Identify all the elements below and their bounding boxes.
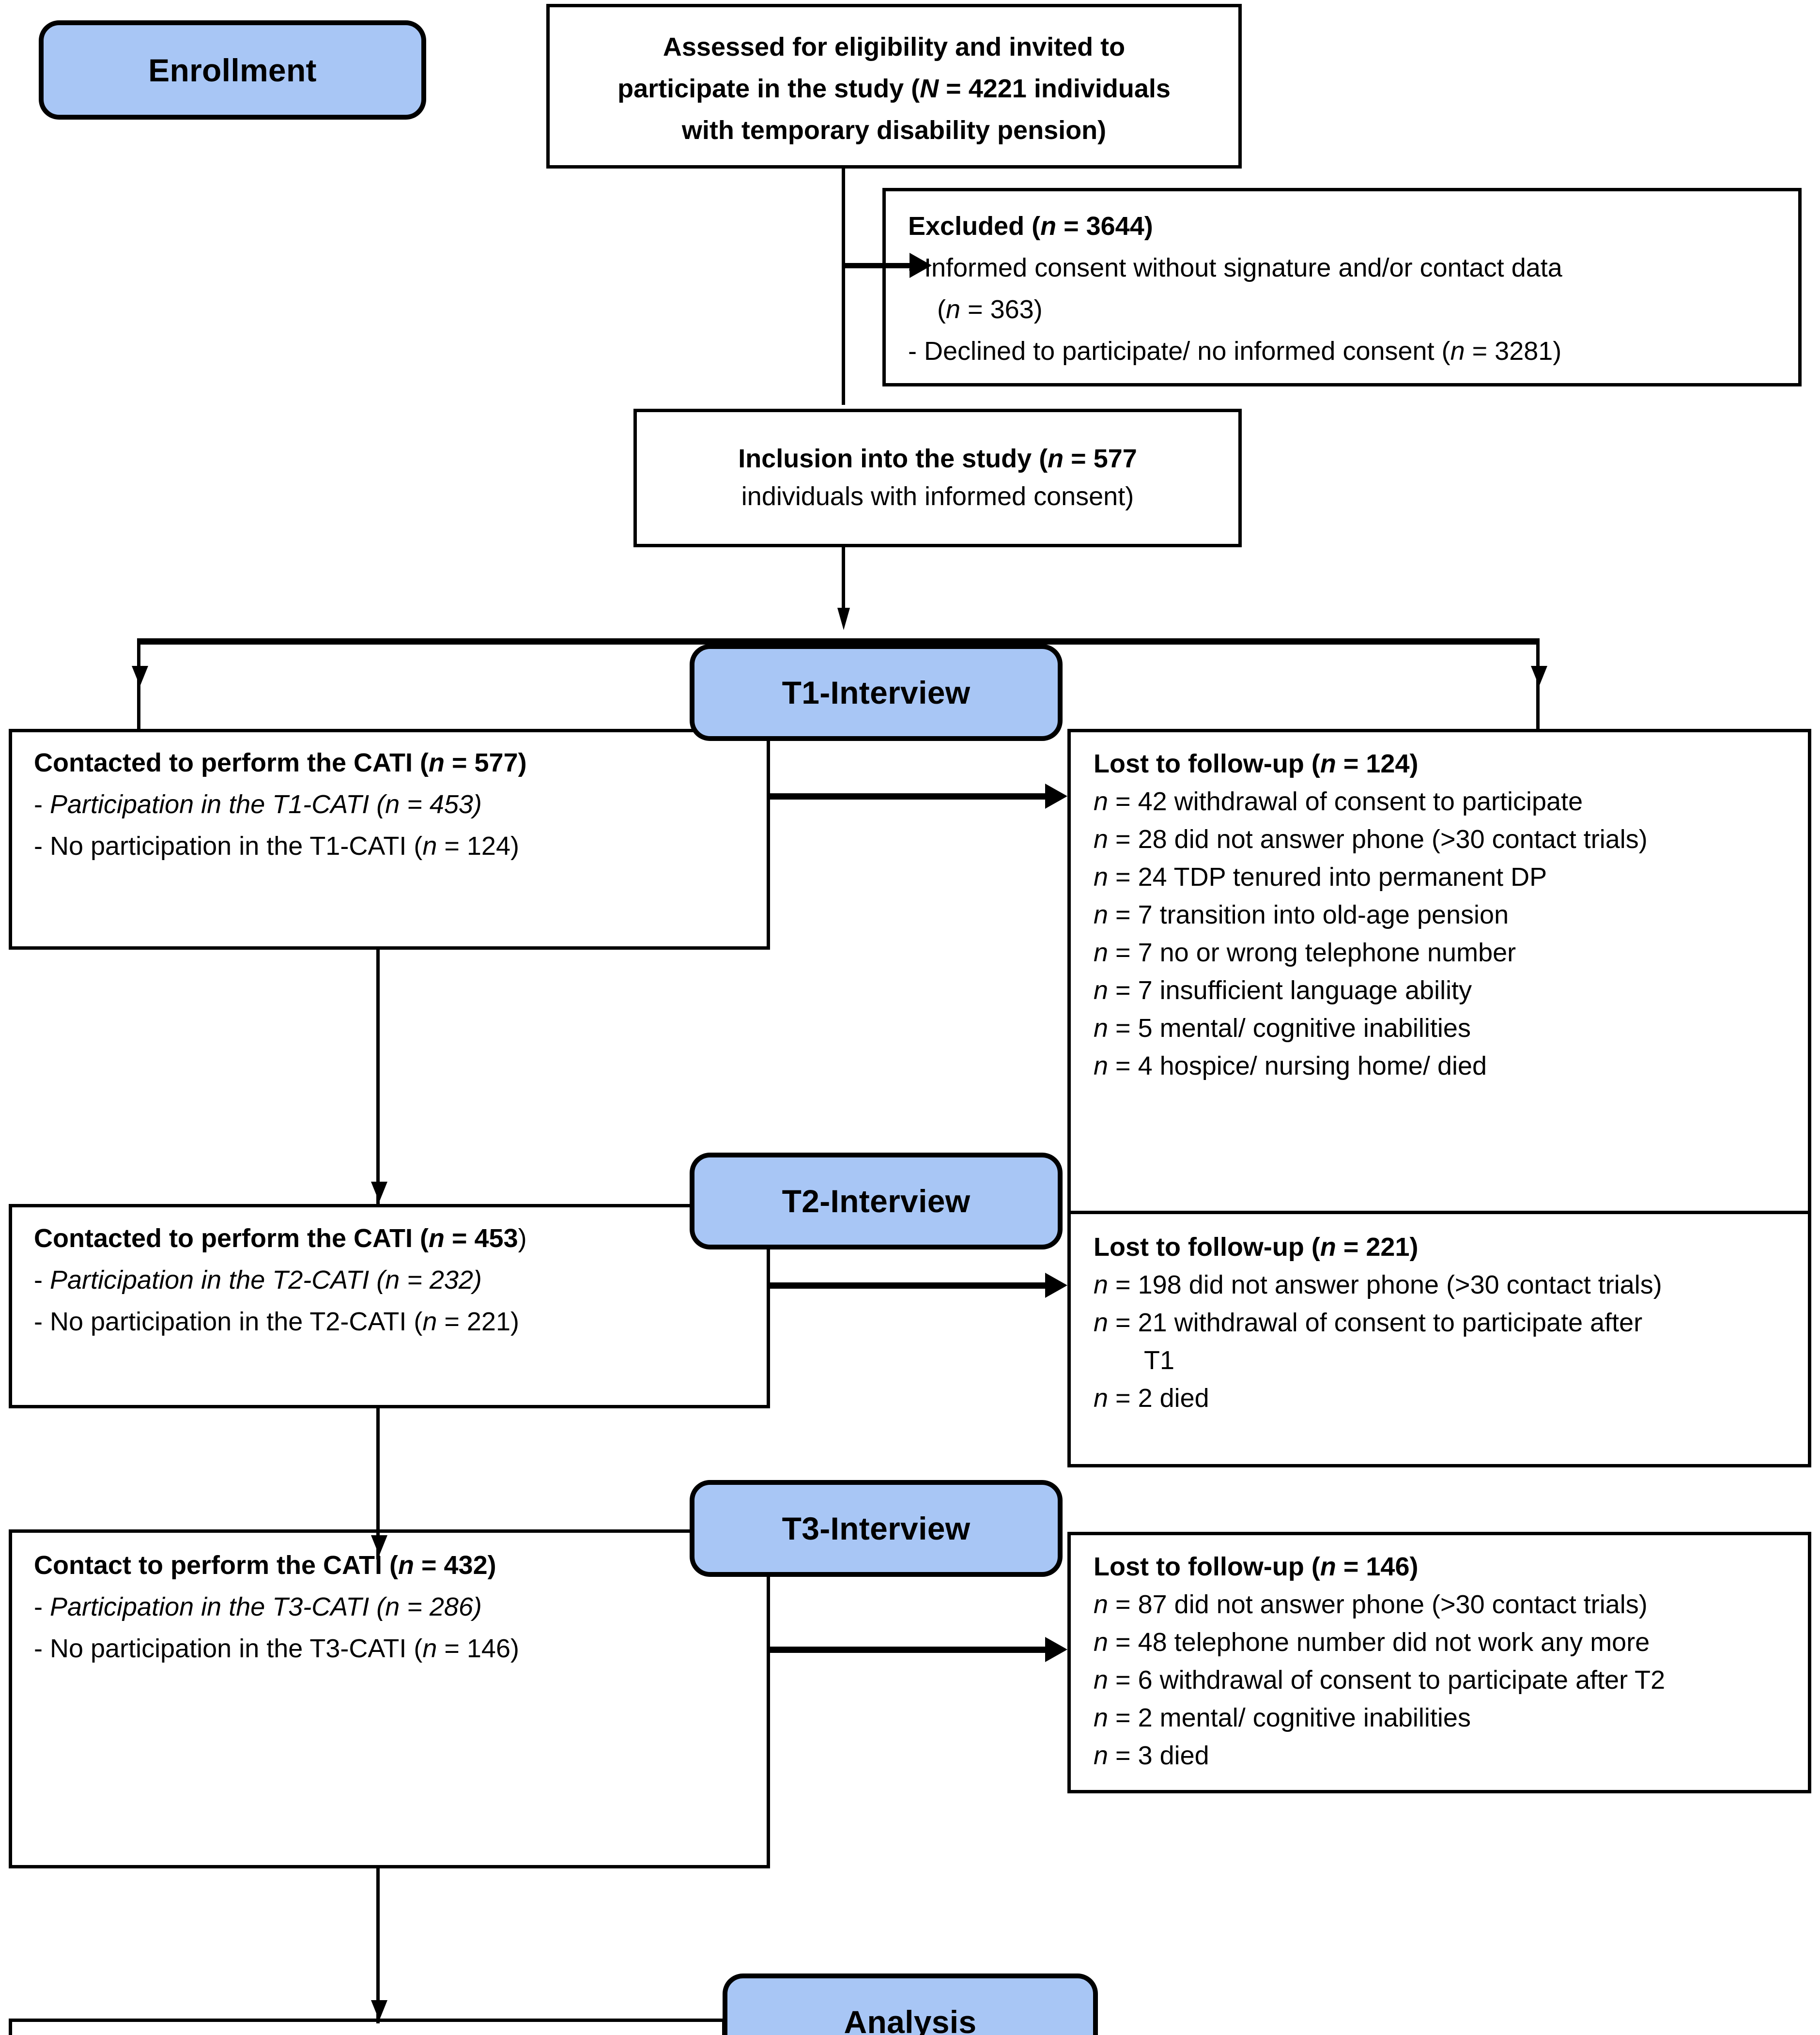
t3-lost-item: n = 48 telephone number did not work any… xyxy=(1094,1628,1650,1657)
connector-t3-to-analysis xyxy=(376,1868,380,2023)
t2-contacted-box xyxy=(9,1204,770,1408)
t3-lost-item: n = 2 mental/ cognitive inabilities xyxy=(1094,1703,1471,1732)
t3-lost-item: n = 3 died xyxy=(1094,1741,1209,1770)
t2-lost-item: n = 198 did not answer phone (>30 contac… xyxy=(1094,1270,1662,1299)
arrow-t1-to-t2 xyxy=(371,1182,387,1202)
t3-lost-item: n = 6 withdrawal of consent to participa… xyxy=(1094,1665,1666,1695)
connector-t1-left-to-lost xyxy=(768,793,1047,800)
arrow-t2-to-lost-box xyxy=(1045,1273,1067,1298)
stage-badge-t1-label: T1-Interview xyxy=(782,675,971,710)
arrow-inclusion-to-split xyxy=(837,608,850,630)
arrow-split-left-t1 xyxy=(132,666,148,686)
t2-contacted-line-3: - No participation in the T2-CATI (n = 2… xyxy=(34,1307,519,1336)
t3-lost-box xyxy=(1067,1532,1811,1793)
t3-contacted-box xyxy=(9,1529,770,1868)
analysed-box xyxy=(9,2019,725,2035)
t3-contacted-text: Contact to perform the CATI (n = 432) - … xyxy=(34,1552,760,1662)
t1-lost-item: n = 24 TDP tenured into permanent DP xyxy=(1094,863,1547,892)
arrow-to-excluded-box xyxy=(910,253,932,278)
t3-contacted-line-2: - Participation in the T3-CATI (n = 286) xyxy=(34,1592,482,1621)
t1-contacted-line-2: - Participation in the T1-CATI (n = 453) xyxy=(34,790,482,819)
t3-contacted-line-1: Contact to perform the CATI (n = 432) xyxy=(34,1551,496,1580)
connector-t2-to-t3 xyxy=(376,1408,380,1559)
stage-badge-t3: T3-Interview xyxy=(690,1480,1063,1577)
t1-contacted-line-3: - No participation in the T1-CATI (n = 1… xyxy=(34,832,519,861)
assessed-line-2: participate in the study (N = 4221 indiv… xyxy=(617,74,1171,103)
stage-badge-t3-label: T3-Interview xyxy=(782,1511,971,1546)
assessed-eligibility-box xyxy=(546,4,1242,169)
t2-lost-text: Lost to follow-up (n = 221) n = 198 did … xyxy=(1094,1234,1805,1411)
inclusion-line-2: individuals with informed consent) xyxy=(741,482,1134,511)
t1-contacted-box xyxy=(9,729,770,950)
arrow-t3-to-analysis xyxy=(371,2000,387,2020)
connector-assessed-to-excluded xyxy=(842,263,919,268)
arrow-t1-to-lost-box xyxy=(1045,784,1067,809)
stage-badge-t1: T1-Interview xyxy=(690,644,1063,741)
arrow-t3-to-lost-box xyxy=(1045,1637,1067,1662)
arrow-t2-to-t3 xyxy=(371,1535,387,1556)
t1-lost-item: n = 42 withdrawal of consent to particip… xyxy=(1094,787,1583,816)
t1-lost-item: n = 7 insufficient language ability xyxy=(1094,976,1472,1005)
excluded-item-2: - Declined to participate/ no informed c… xyxy=(908,337,1562,366)
excluded-title: Excluded (n = 3644) xyxy=(908,212,1153,241)
connector-assessed-down xyxy=(842,169,845,276)
excluded-text: Excluded (n = 3644) - Informed consent w… xyxy=(908,213,1794,364)
t1-contacted-line-1: Contacted to perform the CATI (n = 577) xyxy=(34,748,527,777)
t2-contacted-text: Contacted to perform the CATI (n = 453) … xyxy=(34,1225,760,1335)
t2-lost-box xyxy=(1067,1211,1811,1467)
excluded-item-1-count: (n = 363) xyxy=(908,295,1043,324)
stage-badge-analysis: Analysis xyxy=(723,1973,1098,2035)
inclusion-text: Inclusion into the study (n = 577 indivi… xyxy=(644,446,1231,509)
split-bar-t1 xyxy=(137,638,1540,645)
excluded-item-1: - Informed consent without signature and… xyxy=(908,253,1562,282)
stage-badge-t2-label: T2-Interview xyxy=(782,1183,971,1219)
t3-lost-title: Lost to follow-up (n = 146) xyxy=(1094,1552,1419,1581)
connector-inclusion-down xyxy=(842,547,845,610)
t1-lost-text: Lost to follow-up (n = 124) n = 42 withd… xyxy=(1094,751,1805,1079)
arrow-split-right-t1 xyxy=(1531,666,1547,686)
connector-t2-left-to-lost xyxy=(768,1282,1047,1289)
t1-lost-title: Lost to follow-up (n = 124) xyxy=(1094,749,1419,778)
t2-lost-item-cont: T1 xyxy=(1094,1346,1175,1375)
t2-lost-item: n = 21 withdrawal of consent to particip… xyxy=(1094,1308,1643,1337)
t2-contacted-line-1: Contacted to perform the CATI (n = 453) xyxy=(34,1224,527,1253)
connector-assessed-down-2 xyxy=(842,268,845,405)
stage-badge-t2: T2-Interview xyxy=(690,1153,1063,1249)
t1-lost-item: n = 28 did not answer phone (>30 contact… xyxy=(1094,825,1648,854)
stage-badge-analysis-label: Analysis xyxy=(844,2004,977,2035)
t3-lost-text: Lost to follow-up (n = 146) n = 87 did n… xyxy=(1094,1554,1805,1769)
t1-lost-item: n = 4 hospice/ nursing home/ died xyxy=(1094,1051,1487,1080)
inclusion-line-1: Inclusion into the study (n = 577 xyxy=(738,444,1137,473)
t1-lost-item: n = 7 transition into old-age pension xyxy=(1094,900,1509,929)
connector-t1-to-t2 xyxy=(376,950,380,1204)
t1-lost-box xyxy=(1067,729,1811,1217)
connector-t3-left-to-lost xyxy=(768,1647,1047,1653)
excluded-box xyxy=(882,188,1802,386)
t2-lost-item: n = 2 died xyxy=(1094,1384,1209,1413)
assessed-line-3: with temporary disability pension) xyxy=(681,116,1107,145)
assessed-line-1: Assessed for eligibility and invited to xyxy=(663,32,1126,62)
t1-lost-item: n = 7 no or wrong telephone number xyxy=(1094,938,1516,967)
inclusion-box xyxy=(633,409,1242,547)
t2-lost-title: Lost to follow-up (n = 221) xyxy=(1094,1233,1419,1262)
t2-contacted-line-2: - Participation in the T2-CATI (n = 232) xyxy=(34,1265,482,1295)
t1-lost-item: n = 5 mental/ cognitive inabilities xyxy=(1094,1014,1471,1043)
stage-badge-enrollment: Enrollment xyxy=(39,20,426,120)
assessed-eligibility-text: Assessed for eligibility and invited to … xyxy=(557,34,1231,143)
t3-contacted-line-3: - No participation in the T3-CATI (n = 1… xyxy=(34,1634,519,1663)
t3-lost-item: n = 87 did not answer phone (>30 contact… xyxy=(1094,1590,1648,1619)
stage-badge-enrollment-label: Enrollment xyxy=(148,52,317,88)
t1-contacted-text: Contacted to perform the CATI (n = 577) … xyxy=(34,750,760,859)
